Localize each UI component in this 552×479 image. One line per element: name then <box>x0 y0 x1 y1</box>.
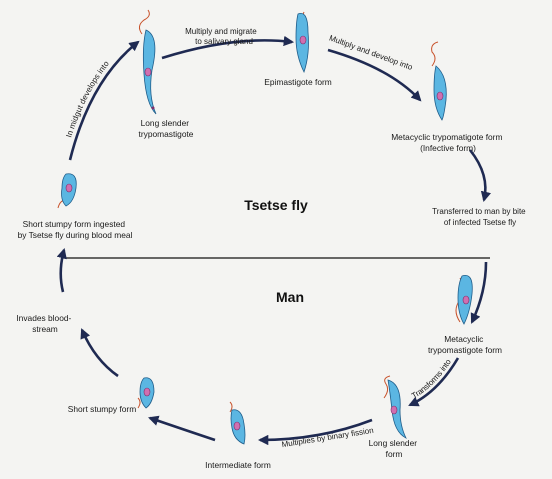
stage-label-intermediate: Intermediate form <box>205 460 271 470</box>
arrow-epimastigote-to-metacyclic <box>327 48 422 102</box>
stage-label-long-slender-man: Long slender form <box>369 438 420 459</box>
stage-label-long-slender-trypomastigote: Long slender trypomastigote <box>139 118 194 139</box>
long-slender-trypomastigote-fly-cell-icon <box>138 9 157 115</box>
region-title-tsetse-fly: Tsetse fly <box>244 197 308 213</box>
arrow-intermediate-to-stumpy <box>148 415 216 442</box>
stage-label-short-stumpy: Short stumpy form <box>68 404 136 414</box>
arrow-stumpy-to-bloodstream <box>80 328 119 378</box>
epimastigote-cell-icon <box>295 11 309 74</box>
short-stumpy-form-cell-icon <box>137 377 155 409</box>
metacyclic-trypomastigote-fly-cell-icon <box>431 41 447 121</box>
arrow-ingested-to-slender <box>68 40 140 161</box>
arrow-bite-to-metacyclic-man <box>470 261 488 324</box>
stage-label-metacyclic-man: Metacyclic trypomastigote form <box>428 334 502 355</box>
transition-label-binary-fission: Multiplies by binary fission <box>281 426 374 449</box>
arrow-slender-to-epimastigote <box>161 35 295 60</box>
arrow-metacyclic-to-man <box>468 149 491 203</box>
metacyclic-trypomastigote-man-cell-icon <box>455 275 473 325</box>
stage-label-metacyclic-fly: Metacyclic trypomatigote form (Infective… <box>391 132 505 153</box>
arrow-metacyclic-to-slender <box>408 357 460 407</box>
arrow-slender-to-intermediate <box>257 418 373 446</box>
long-slender-form-man-cell-icon <box>383 375 407 439</box>
transition-label-transferred: Transferred to man by bite of infected T… <box>432 207 528 227</box>
transition-label-multiply-migrate: Multiply and migrate to salivary gland <box>185 27 259 46</box>
stage-label-epimastigote: Epimastigote form <box>264 77 332 87</box>
stage-label-short-stumpy-ingested: Short stumpy form ingested by Tsetse fly… <box>18 219 133 240</box>
transition-label-midgut: In midgut develops into <box>64 59 111 139</box>
intermediate-form-cell-icon <box>229 401 246 445</box>
arrow-bloodstream-to-ingestion <box>56 247 67 293</box>
stage-label-invades-bloodstream: Invades blood- stream <box>16 313 73 334</box>
transition-label-transforms: Transforms into <box>410 357 453 400</box>
region-title-man: Man <box>276 289 304 305</box>
short-stumpy-ingested-cell-icon <box>57 173 77 209</box>
